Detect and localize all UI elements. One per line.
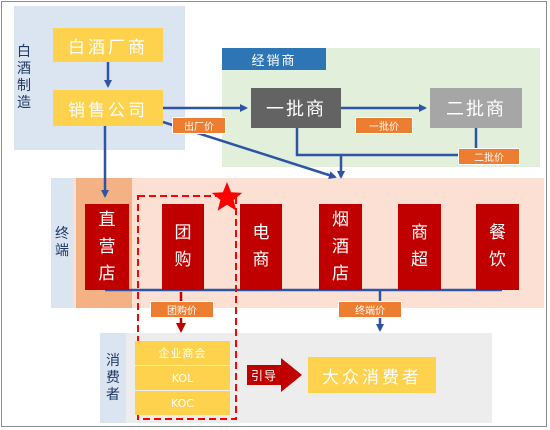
channel-char: 超 [411,250,428,270]
channel-char: 店 [332,263,349,284]
second-batch-box: 二批商 [430,88,522,128]
guide-arrow-icon [247,358,302,392]
consumer-label-char: 费 [106,369,120,386]
channel-char: 商 [411,223,428,243]
channel-char: 直 [98,209,116,230]
terminal-label-char: 端 [55,243,69,259]
guide-label: 引导 [250,368,277,383]
second-batch-price-tag: 二批价 [458,148,520,165]
distributor-title: 经销商 [222,48,326,70]
channel-char: 店 [98,263,116,284]
group-price-tag: 团购价 [150,301,214,318]
channel-group-purchase: 团 购 [162,204,204,290]
liquor-label-char: 造 [17,95,31,111]
terminal-price-tag: 终端价 [338,301,402,318]
channel-char: 营 [98,236,116,257]
consumer-kol: KOL [135,366,230,390]
channel-char: 团 [174,223,192,243]
channel-char: 餐 [489,223,506,243]
channel-supermarket: 商 超 [398,204,441,290]
first-batch-box: 一批商 [251,88,341,128]
liquor-label: 白 酒 制 造 [14,6,34,150]
sales-company-box: 销售公司 [53,90,163,126]
liquor-label-char: 制 [17,78,31,94]
terminal-label: 终 端 [51,178,73,308]
factory-price-tag: 出厂价 [172,117,226,134]
channel-char: 饮 [489,250,506,270]
consumer-koc: KOC [135,391,230,415]
channel-catering: 餐 饮 [476,204,519,290]
consumer-enterprise-chamber: 企业商会 [135,341,230,365]
mass-consumer-box: 大众消费者 [308,357,436,393]
producer-box: 白酒厂商 [53,28,163,62]
terminal-region [51,178,544,308]
consumer-label: 消 费 者 [100,333,126,423]
channel-char: 购 [174,250,192,270]
channel-direct-store: 直 营 店 [85,204,129,290]
channel-char: 电 [252,223,270,243]
channel-tobacco-liquor-store: 烟 酒 店 [319,204,362,290]
liquor-label-char: 白 [17,44,31,60]
group-purchase-highlight [137,195,237,420]
arrow-first-to-tobacco [295,128,345,179]
channel-char: 商 [252,250,270,270]
terminal-label-char: 终 [55,226,69,242]
liquor-label-char: 酒 [17,61,31,77]
channel-char: 烟 [332,209,349,230]
consumer-label-char: 者 [106,386,120,403]
channel-char: 酒 [332,236,349,257]
first-batch-price-tag: 一批价 [355,117,413,134]
terminal-label-strip [51,178,73,308]
star-icon [211,182,243,211]
consumer-label-strip [100,333,126,423]
consumer-label-char: 消 [106,352,120,369]
channel-ecommerce: 电 商 [240,204,282,290]
